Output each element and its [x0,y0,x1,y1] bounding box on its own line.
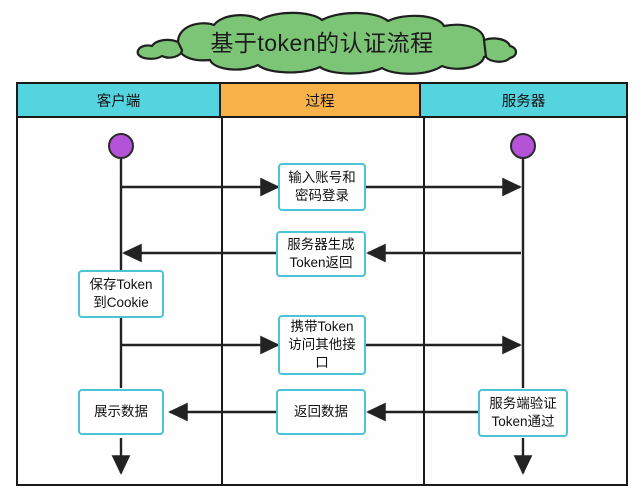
title-cloud-shape [136,11,518,75]
process-box-save-token-cookie[interactable]: 保存Token 到Cookie [78,270,164,318]
process-box-carry-token-request[interactable]: 携带Token 访问其他接 口 [278,315,366,375]
title-text: 基于token的认证流程 [210,30,434,56]
lane-divider-2 [423,118,425,484]
process-box-input-credentials[interactable]: 输入账号和 密码登录 [278,163,366,211]
lane-header-server: 服务器 [421,84,626,118]
start-node-client [108,133,134,159]
lane-divider-1 [221,118,223,484]
process-box-server-verify-token[interactable]: 服务端验证 Token通过 [478,389,568,437]
process-box-display-data[interactable]: 展示数据 [78,389,164,435]
process-box-server-generate-token[interactable]: 服务器生成 Token返回 [276,231,366,277]
process-box-return-data[interactable]: 返回数据 [276,389,366,435]
diagram-title: 基于token的认证流程 [126,8,518,76]
lane-header-process: 过程 [221,84,421,118]
start-node-server [510,133,536,159]
lane-header-client: 客户端 [18,84,221,118]
lane-header-row: 客户端 过程 服务器 [18,84,626,118]
